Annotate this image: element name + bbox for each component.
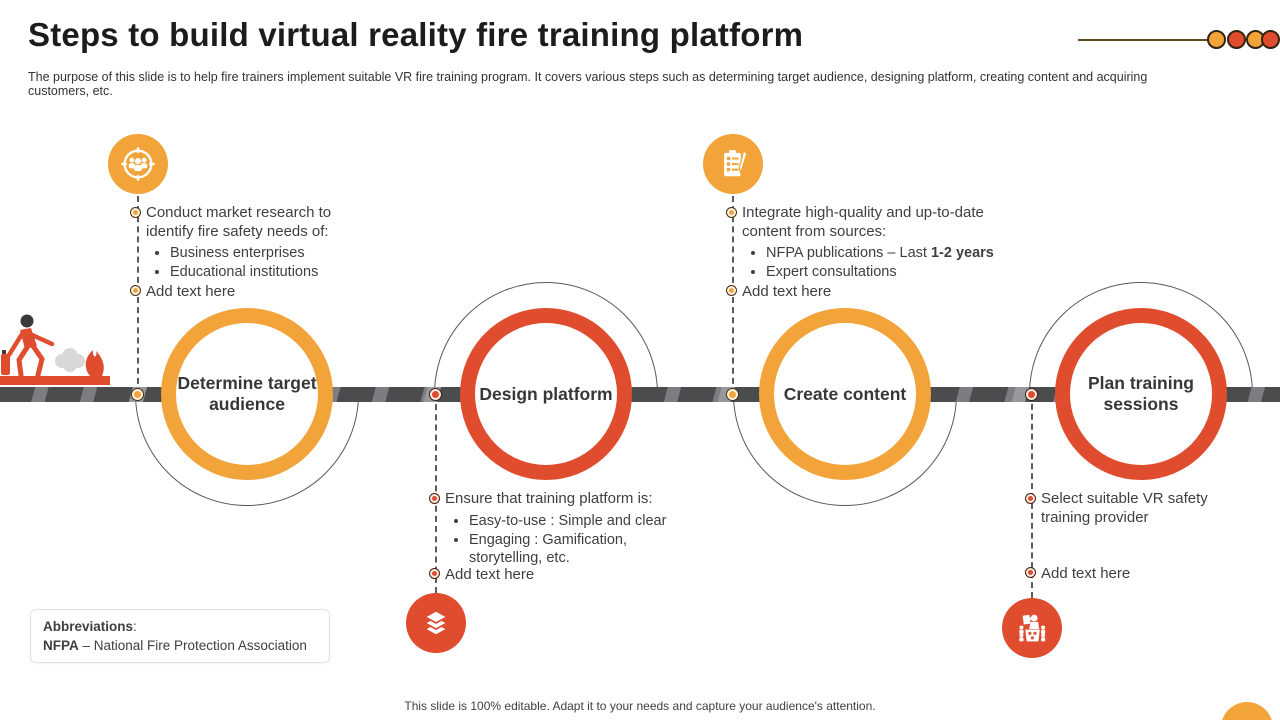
note-bullet: Engaging : Gamification, storytelling, e…: [469, 531, 694, 567]
step-circle: Plan training sessions: [1055, 308, 1227, 480]
step-label: Determine target audience: [177, 373, 317, 414]
add-text-placeholder[interactable]: Add text here: [429, 566, 534, 583]
step-circle: Design platform: [460, 308, 632, 480]
note-text: Integrate high-quality and up-to-date co…: [726, 204, 1034, 241]
note-bullet: Easy-to-use : Simple and clear: [469, 512, 694, 530]
note-bullets: NFPA publications – Last 1-2 years Exper…: [766, 244, 1034, 281]
note-bullet: Expert consultations: [766, 263, 1034, 281]
note-bullet: Educational institutions: [170, 263, 364, 281]
decor-dot: [1261, 30, 1280, 49]
timeline-marker: [1025, 388, 1038, 401]
footer-note: This slide is 100% editable. Adapt it to…: [404, 699, 876, 713]
note-marker: [1025, 567, 1036, 578]
header-decor-line: [1078, 39, 1210, 41]
note-marker: [726, 207, 737, 218]
note-marker: [130, 207, 141, 218]
step-circle: Determine target audience: [161, 308, 333, 480]
note-text: Conduct market research to identify fire…: [130, 204, 364, 241]
note-marker: [726, 285, 737, 296]
step-note: Conduct market research to identify fire…: [130, 204, 364, 300]
page-subtitle: The purpose of this slide is to help fir…: [28, 70, 1148, 98]
note-bullet: NFPA publications – Last 1-2 years: [766, 244, 1034, 262]
decor-dot: [1207, 30, 1226, 49]
note-marker: [130, 285, 141, 296]
note-marker: [429, 568, 440, 579]
abbreviation-entry: NFPA – National Fire Protection Associat…: [43, 637, 307, 653]
note-bullets: Business enterprises Educational institu…: [170, 244, 364, 281]
timeline-marker: [726, 388, 739, 401]
audience-target-icon: [108, 134, 168, 194]
page-title: Steps to build virtual reality fire trai…: [28, 16, 804, 53]
clipboard-checklist-icon: [703, 134, 763, 194]
corner-decor-circle: [1221, 702, 1273, 720]
note-bullet: Business enterprises: [170, 244, 364, 262]
step-label: Design platform: [479, 383, 613, 404]
add-text-placeholder[interactable]: Add text here: [130, 283, 235, 300]
layers-icon: [406, 593, 466, 653]
training-session-icon: [1002, 598, 1062, 658]
step-label: Plan training sessions: [1088, 373, 1194, 414]
timeline-marker: [429, 388, 442, 401]
timeline-marker: [131, 388, 144, 401]
note-marker: [429, 493, 440, 504]
note-text: Select suitable VR safety training provi…: [1025, 490, 1241, 527]
step-note: Integrate high-quality and up-to-date co…: [726, 204, 1034, 300]
decor-dot: [1227, 30, 1246, 49]
add-text-placeholder[interactable]: Add text here: [1025, 565, 1130, 582]
note-bullets: Easy-to-use : Simple and clear Engaging …: [469, 512, 694, 567]
note-text: Ensure that training platform is:: [429, 490, 697, 509]
step-note: Select suitable VR safety training provi…: [1025, 490, 1241, 582]
step-circle: Create content: [759, 308, 931, 480]
firefighter-extinguisher-illustration: [0, 314, 110, 385]
step-note: Ensure that training platform is: Easy-t…: [429, 490, 697, 583]
abbreviations-box: Abbreviations: NFPA – National Fire Prot…: [30, 609, 330, 663]
abbreviations-title: Abbreviations:: [43, 619, 137, 634]
add-text-placeholder[interactable]: Add text here: [726, 283, 831, 300]
note-marker: [1025, 493, 1036, 504]
step-label: Create content: [783, 383, 907, 404]
